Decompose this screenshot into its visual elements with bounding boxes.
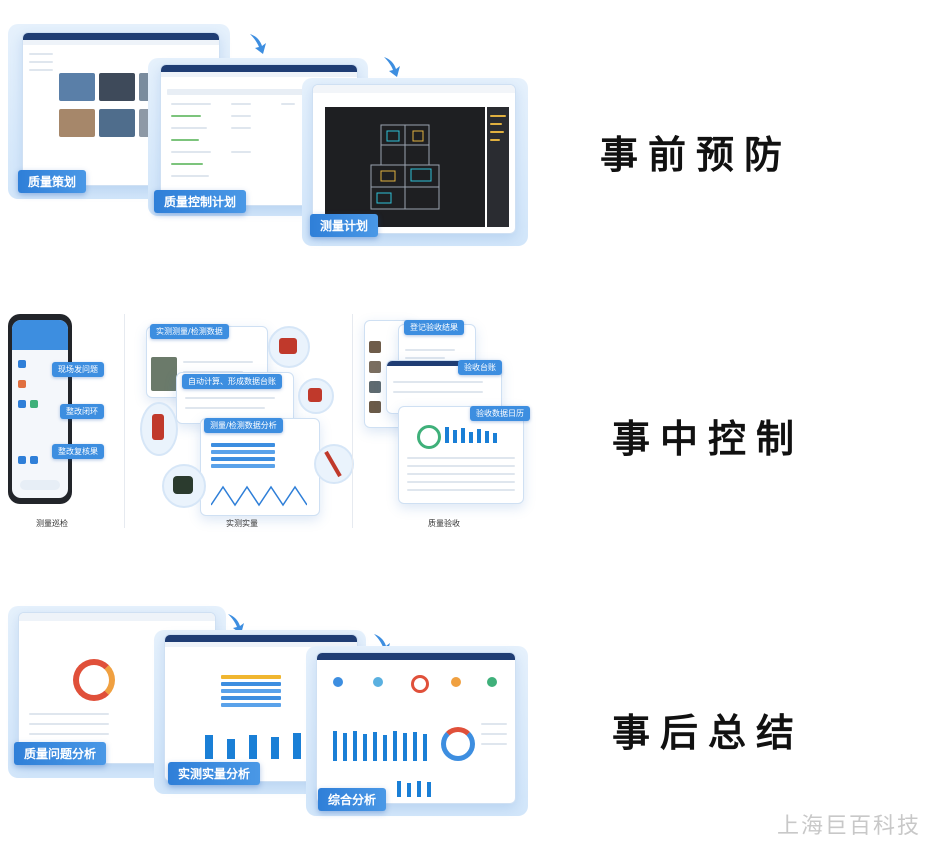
- heading-control: 事中控制: [612, 417, 805, 461]
- floor-plan-canvas: [325, 107, 485, 227]
- card-label: 质量策划: [18, 170, 87, 193]
- meeting-photo: [99, 109, 135, 137]
- card-label: 质量控制计划: [154, 190, 247, 213]
- measurement-plan-screenshot: [312, 84, 516, 234]
- group-caption: 质量验收: [428, 519, 460, 528]
- phone-header: [12, 320, 68, 350]
- navbar: [317, 653, 515, 660]
- measure-step: 自动计算、形成数据台账: [182, 374, 282, 389]
- phone-screen: [12, 320, 68, 498]
- card-label: 综合分析: [318, 788, 387, 811]
- card-label: 测量计划: [310, 214, 379, 237]
- navbar: [387, 361, 501, 366]
- subnav: [161, 72, 357, 77]
- rangefinder-icon: [152, 414, 164, 440]
- side-panel: [487, 107, 509, 227]
- tool-bubble: [268, 326, 310, 368]
- arrow-down-icon: [250, 34, 266, 54]
- subnav: [165, 642, 357, 647]
- subnav: [23, 40, 219, 45]
- watermark: 上海巨百科技: [776, 814, 921, 839]
- level-tool-icon: [173, 476, 193, 494]
- meeting-photo: [59, 109, 95, 137]
- ring-chart: [411, 675, 429, 693]
- tool-bubble: [314, 444, 354, 484]
- arrow-down-icon: [228, 614, 244, 634]
- card-label: 实测实量分析: [168, 762, 261, 785]
- phone-step: 整改闭环: [60, 404, 104, 419]
- floor-plan-drawing: [370, 124, 440, 210]
- meeting-photo: [59, 73, 95, 101]
- meeting-photo: [99, 73, 135, 101]
- phone-step: 整改复核果: [52, 444, 104, 459]
- donut-chart: [441, 727, 475, 761]
- measure-screenshot: [200, 418, 320, 516]
- navbar: [165, 635, 357, 642]
- comprehensive-analysis-screenshot: [316, 652, 516, 804]
- navbar: [161, 65, 357, 72]
- measure-step: 测量/检测数据分析: [204, 418, 283, 433]
- arrow-down-icon: [384, 57, 400, 77]
- tool-bubble: [298, 378, 334, 414]
- accept-calendar-screenshot: [398, 406, 524, 504]
- bar-chart: [205, 731, 315, 759]
- accept-step: 登记验收结果: [404, 320, 464, 335]
- card-label: 质量问题分析: [14, 742, 107, 765]
- tool-bubble: [162, 464, 206, 508]
- stacked-table: [211, 443, 275, 473]
- divider: [352, 314, 353, 528]
- phone-step: 现场发问题: [52, 362, 104, 377]
- trend-chart: [211, 485, 307, 507]
- bar-chart: [397, 779, 447, 797]
- laser-meter-icon: [279, 338, 297, 354]
- heading-prevention: 事前预防: [600, 133, 793, 177]
- gauge-icon: [308, 388, 322, 402]
- navbar: [23, 33, 219, 40]
- heading-summary: 事后总结: [612, 711, 805, 755]
- group-caption: 测量巡检: [36, 519, 68, 528]
- ring-chart: [417, 425, 441, 449]
- divider: [124, 314, 125, 528]
- mini-bar-chart: [445, 427, 501, 443]
- measure-step: 实测测量/检测数据: [150, 324, 229, 339]
- caliper-icon: [324, 450, 342, 478]
- tool-bubble: [140, 402, 178, 456]
- group-caption: 实测实量: [226, 519, 258, 528]
- stacked-table: [221, 675, 281, 709]
- phone-device: [8, 314, 72, 504]
- bar-chart: [333, 729, 433, 761]
- accept-step: 验收台账: [458, 360, 502, 375]
- toolbar: [313, 85, 515, 93]
- accept-step: 验收数据日历: [470, 406, 530, 421]
- toolbar: [19, 613, 215, 621]
- donut-chart: [73, 659, 115, 701]
